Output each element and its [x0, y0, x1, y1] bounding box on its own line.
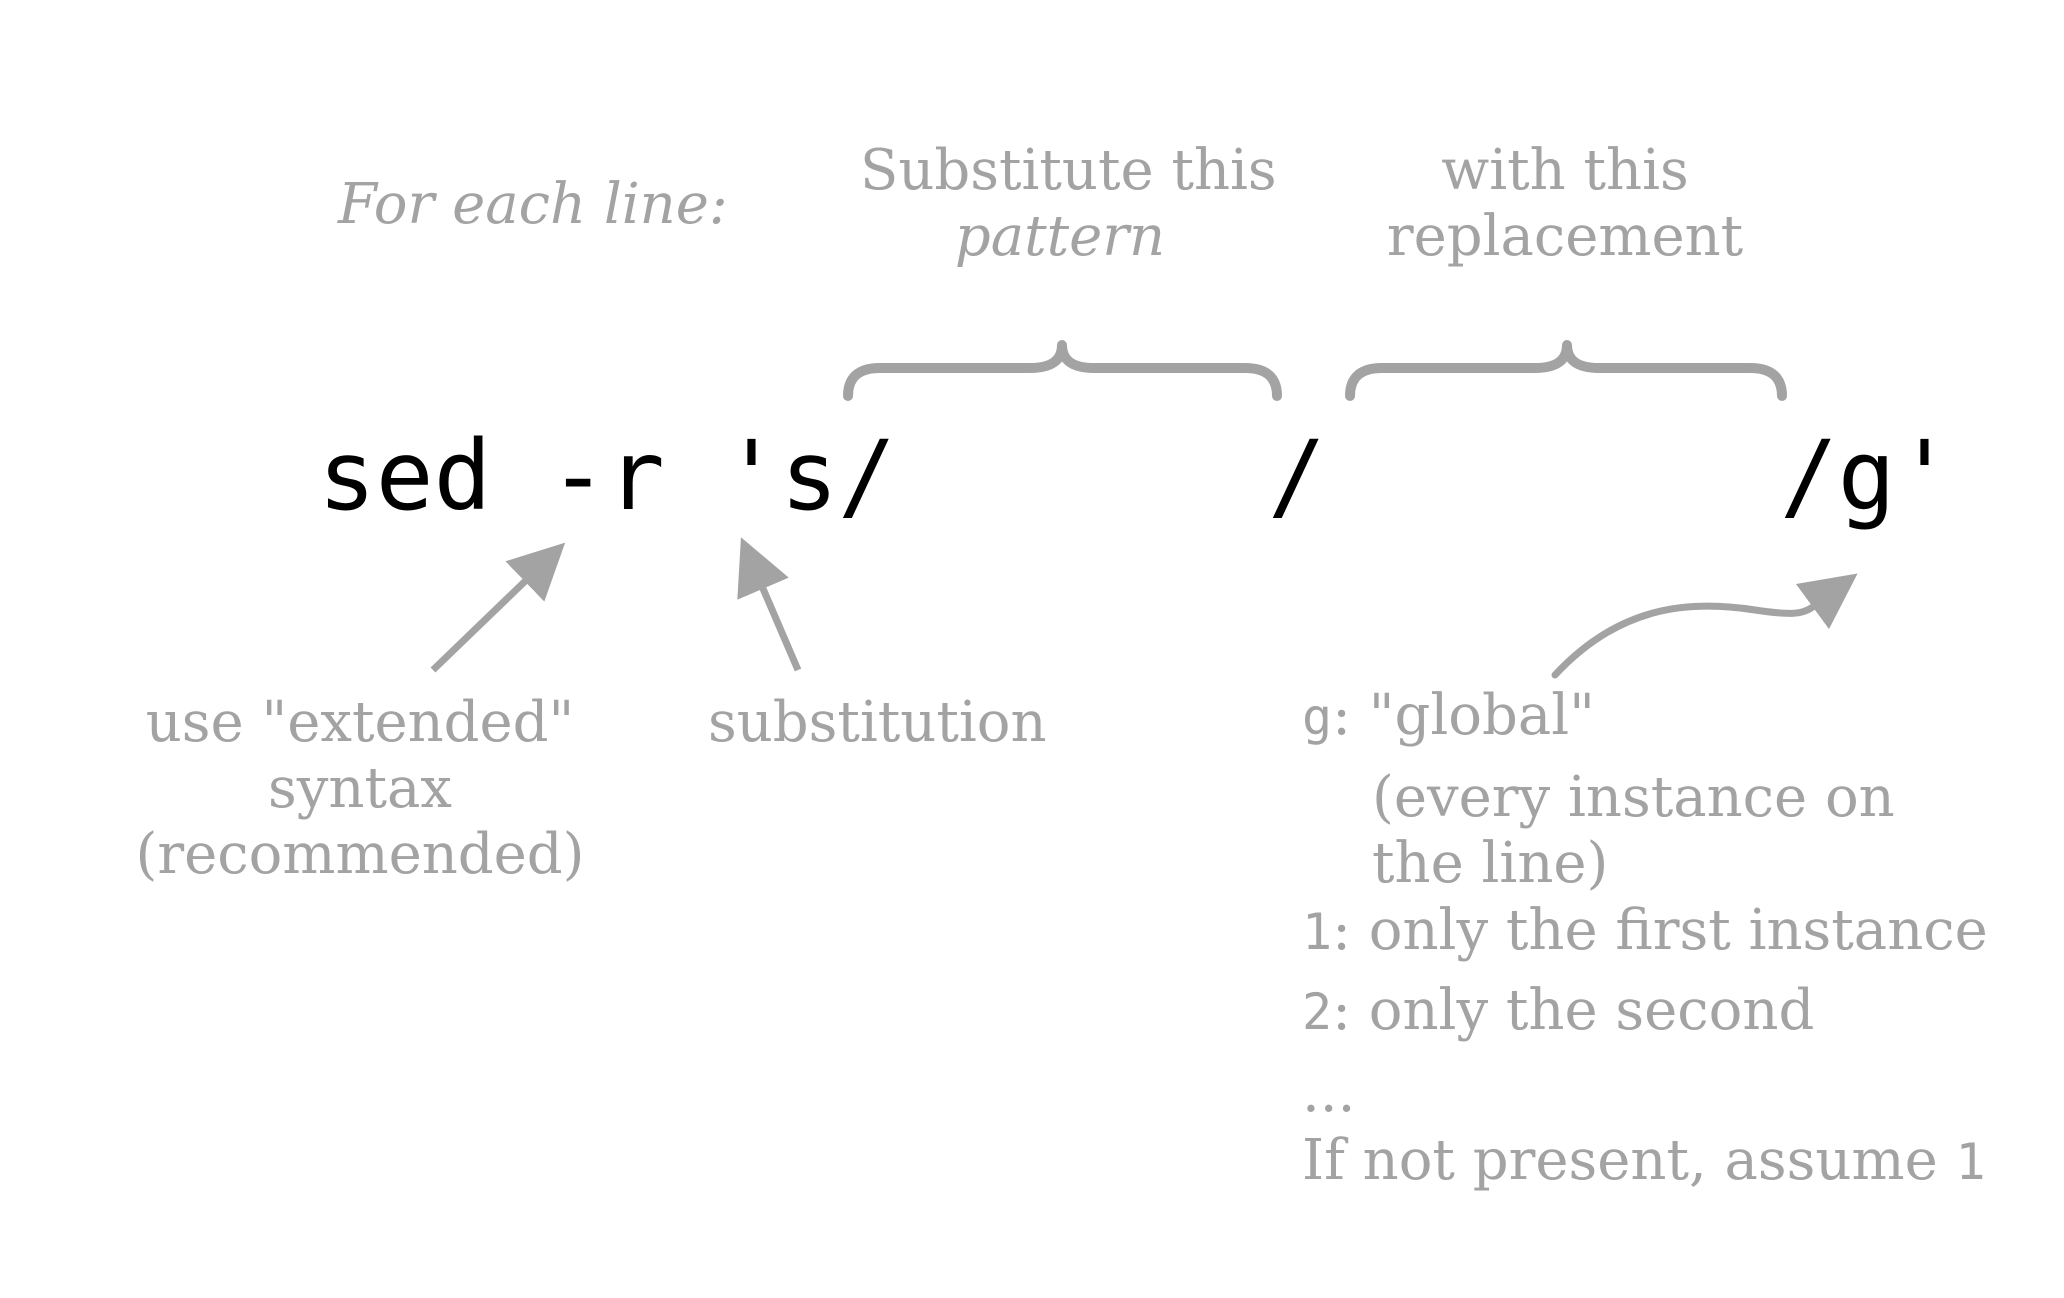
command-separator: / — [1268, 420, 1326, 532]
extended-syntax-line2: syntax — [268, 756, 452, 821]
flag-g-detail-line1: (every instance on — [1372, 765, 1895, 830]
flag-g-desc: : "global" — [1332, 683, 1595, 748]
command-suffix: /g' — [1780, 420, 1954, 532]
substitution-arrow — [737, 537, 802, 672]
replacement-header-line2: replacement — [1386, 204, 1744, 269]
pattern-brace — [843, 340, 1282, 401]
flag-default: If not present, assume 1 — [1302, 1128, 1986, 1195]
flag-1: 1: only the first instance — [1302, 898, 1988, 965]
flag-1-code: 1 — [1302, 903, 1333, 961]
flag-g-code: g — [1302, 688, 1333, 746]
flag-2-desc: : only the second — [1332, 978, 1815, 1043]
flag-ellipsis: ... — [1302, 1060, 1356, 1125]
extended-syntax-label: use "extended" syntax (recommended) — [135, 690, 585, 888]
flag-default-code: 1 — [1955, 1133, 1986, 1191]
replacement-brace — [1345, 340, 1787, 401]
pattern-header-line1: Substitute this — [860, 138, 1277, 203]
flag-g-detail: (every instance on the line) — [1372, 765, 1895, 897]
flag-2-code: 2 — [1302, 983, 1333, 1041]
extended-syntax-line1: use "extended" — [145, 690, 575, 755]
flag-1-desc: : only the first instance — [1332, 898, 1988, 963]
for-each-line-label: For each line: — [338, 172, 728, 237]
pattern-header: Substitute this pattern — [860, 138, 1277, 270]
flag-g-detail-line2: the line) — [1372, 831, 1609, 896]
flag-g: g: "global" — [1302, 683, 1595, 750]
replacement-header: with this replacement — [1365, 138, 1765, 270]
extended-syntax-line3: (recommended) — [135, 822, 585, 887]
extended-syntax-arrow — [430, 542, 566, 673]
global-flag-arrow — [1551, 573, 1858, 679]
replacement-header-line1: with this — [1441, 138, 1689, 203]
command-prefix: sed -r 's/ — [318, 420, 896, 532]
flag-2: 2: only the second — [1302, 978, 1814, 1045]
pattern-header-line2: pattern — [954, 204, 1166, 269]
substitution-label: substitution — [708, 690, 1047, 755]
flag-default-text: If not present, assume — [1302, 1128, 1956, 1193]
